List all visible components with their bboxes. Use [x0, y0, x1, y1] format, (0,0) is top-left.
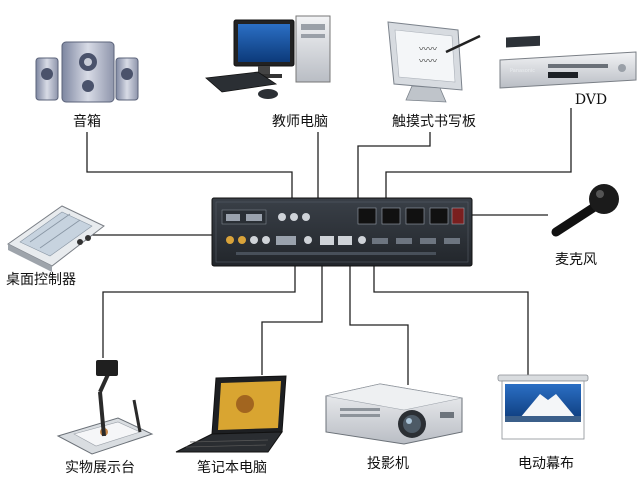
dvd-label: DVD — [575, 92, 607, 108]
teacher-pc-icon — [205, 15, 331, 99]
speaker-label: 音箱 — [73, 113, 101, 130]
touch-tablet-icon: 〰〰 〰〰 — [387, 21, 481, 103]
microphone-label: 麦克风 — [555, 252, 597, 268]
dvd-player-icon: Panasonic — [499, 35, 637, 89]
svg-text:〰〰: 〰〰 — [419, 57, 437, 67]
desk-console-label: 桌面控制器 — [6, 272, 76, 288]
speaker-icon — [35, 41, 139, 103]
electric-screen-icon — [497, 374, 589, 440]
projector-label: 投影机 — [367, 456, 409, 472]
projector-icon — [325, 383, 463, 445]
central-controller — [211, 197, 473, 267]
laptop-icon — [175, 375, 287, 453]
microphone-icon — [551, 184, 619, 237]
laptop-label: 笔记本电脑 — [197, 460, 267, 476]
wire-laptop — [261, 266, 323, 375]
teacher-pc-label: 教师电脑 — [272, 114, 328, 130]
wire-speaker — [86, 132, 293, 198]
wire-document-camera — [102, 266, 296, 358]
wire-dvd — [385, 108, 572, 198]
wire-projector — [349, 266, 409, 385]
svg-text:〰〰: 〰〰 — [419, 45, 437, 55]
connection-wires — [62, 108, 572, 385]
document-camera-label: 实物展示台 — [65, 460, 135, 476]
dvd-brand-text: Panasonic — [510, 68, 535, 74]
electric-screen-label: 电动幕布 — [518, 456, 574, 472]
document-camera-icon — [56, 360, 154, 455]
wire-electric-screen — [373, 266, 529, 375]
wire-touch-tablet — [357, 132, 431, 198]
desk-console-icon — [7, 205, 105, 272]
touch-tablet-label: 触摸式书写板 — [392, 114, 476, 130]
